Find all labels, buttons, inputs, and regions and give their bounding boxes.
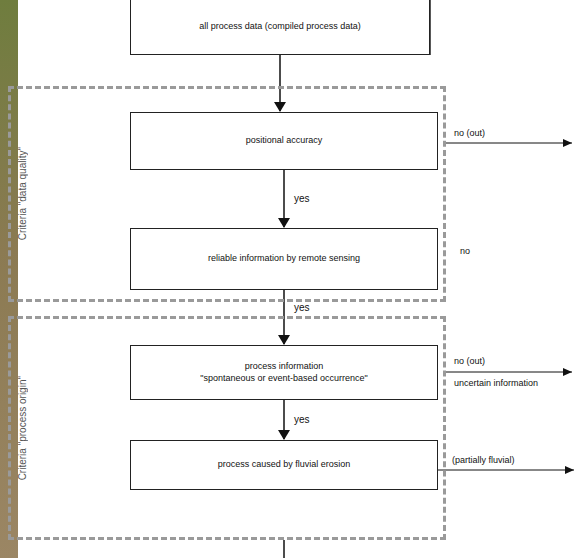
exit-arrow <box>446 372 572 373</box>
box-text: "spontaneous or event-based occurrence" <box>200 373 368 384</box>
box-text: reliable information by remote sensing <box>208 253 360 264</box>
outcome-note: no (out) <box>452 356 487 367</box>
process-box: all process data (compiled process data) <box>130 0 430 55</box>
outcome-note: no <box>458 246 472 257</box>
edge-label: yes <box>292 302 312 314</box>
flow-arrow <box>279 55 281 111</box>
exit-arrow <box>446 143 572 144</box>
flow-arrow <box>283 400 285 439</box>
box-text: process information <box>245 361 324 372</box>
flow-arrow <box>283 170 285 227</box>
outcome-note: no (out) <box>452 128 487 139</box>
edge-label: yes <box>292 193 312 205</box>
criteria-group: Criteria "process origin" process informa… <box>8 316 446 540</box>
process-box: process information"spontaneous or event… <box>130 345 438 400</box>
criteria-group: Criteria "data quality" positional accura… <box>8 86 446 302</box>
outcome-note: (partially fluvial) <box>450 455 517 466</box>
group-title: Criteria "process origin" <box>17 376 29 480</box>
outcome-note: uncertain information <box>452 378 540 389</box>
process-box: reliable information by remote sensing <box>130 228 438 290</box>
down-line <box>283 540 285 558</box>
edge-label: yes <box>292 414 312 426</box>
exit-arrow <box>438 470 574 471</box>
process-box: process caused by fluvial erosion <box>130 440 438 490</box>
box-text: all process data (compiled process data) <box>199 21 361 32</box>
group-title: Criteria "data quality" <box>17 147 29 240</box>
box-text: process caused by fluvial erosion <box>218 459 351 470</box>
process-box: positional accuracy <box>130 112 438 170</box>
box-text: positional accuracy <box>246 135 323 146</box>
